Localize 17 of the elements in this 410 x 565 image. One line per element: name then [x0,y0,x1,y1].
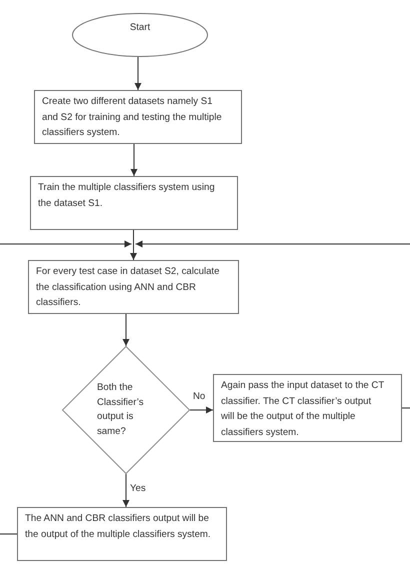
decision-diamond: Both the Classifier’s output is same? [62,346,190,474]
terminal-ellipse: Start [72,13,208,57]
arrow [122,474,130,508]
arrow [0,240,132,534]
arrow [190,406,214,414]
process-box: Again pass the input dataset to the CT classifier. The CT classifier’s output will be the output of the multiple classifiers system. [213,374,402,442]
arrow [122,314,130,346]
process-box: Create two different datasets namely S1 and S2 for training and testing the multiple classifiers system. [34,90,242,144]
arrow [134,56,142,90]
arrow [130,144,138,176]
edge-label: No [192,391,206,402]
edge-label: Yes [129,483,147,494]
process-box: Train the multiple classifiers system using the dataset S1. [30,176,238,230]
process-box: For every test case in dataset S2, calculate the classification using ANN and CBR classifiers. [28,260,239,314]
process-box: The ANN and CBR classifiers output will be the output of the multiple classifiers system. [17,507,227,561]
arrow [130,230,137,260]
arrow [135,240,410,408]
